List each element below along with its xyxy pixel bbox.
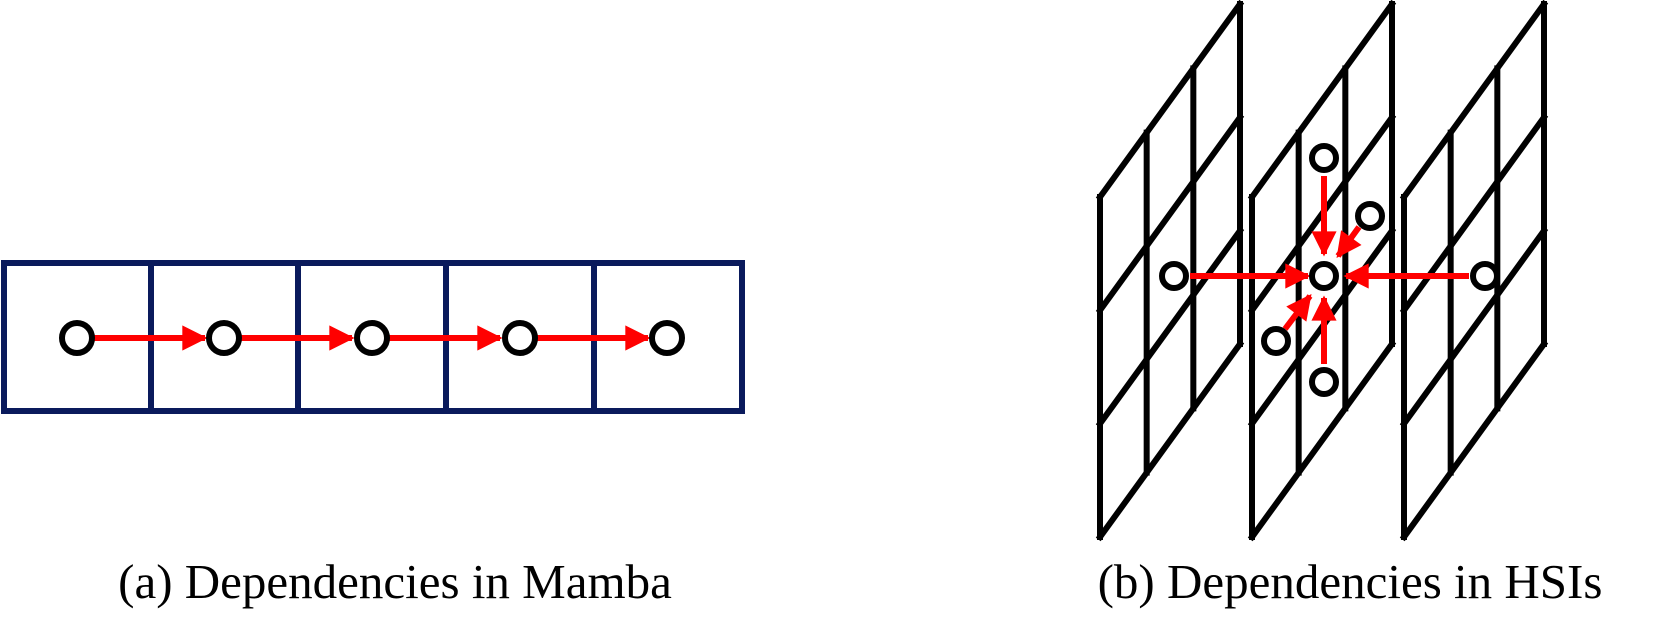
sequence-node <box>354 320 390 356</box>
sequence-node <box>59 320 95 356</box>
grid-row-line <box>1095 339 1245 542</box>
sequence-node <box>206 320 242 356</box>
sequence-frame <box>1 260 745 414</box>
grid-row-line <box>1399 0 1549 202</box>
caption-panel-a: (a) Dependencies in Mamba <box>118 554 672 609</box>
grid-row-line <box>1095 113 1245 315</box>
spectral-band-grid <box>1095 0 1245 542</box>
spatial-arrow-lower-left <box>1282 293 1313 331</box>
neighbor-node-upper-right <box>1355 201 1385 231</box>
caption-panel-b: (b) Dependencies in HSIs <box>1097 554 1603 609</box>
neighbor-node-top <box>1309 143 1339 173</box>
grid-row-line <box>1247 339 1397 542</box>
sequence-node <box>502 320 538 356</box>
panel-b-dependencies <box>1159 143 1500 397</box>
grid-row-line <box>1095 226 1245 428</box>
sequence-node <box>649 320 685 356</box>
neighbor-node-bottom <box>1309 367 1339 397</box>
grid-row-line <box>1399 226 1549 428</box>
panel-a-sequence <box>1 260 745 414</box>
grid-row-line <box>1095 0 1245 202</box>
grid-row-line <box>1399 339 1549 542</box>
center-node <box>1309 261 1339 291</box>
neighbor-node-right-band <box>1470 261 1500 291</box>
neighbor-node-lower-left <box>1261 326 1291 356</box>
spatial-arrow-upper-right <box>1335 225 1362 259</box>
grid-row-line <box>1247 0 1397 202</box>
neighbor-node-left-band <box>1159 261 1189 291</box>
